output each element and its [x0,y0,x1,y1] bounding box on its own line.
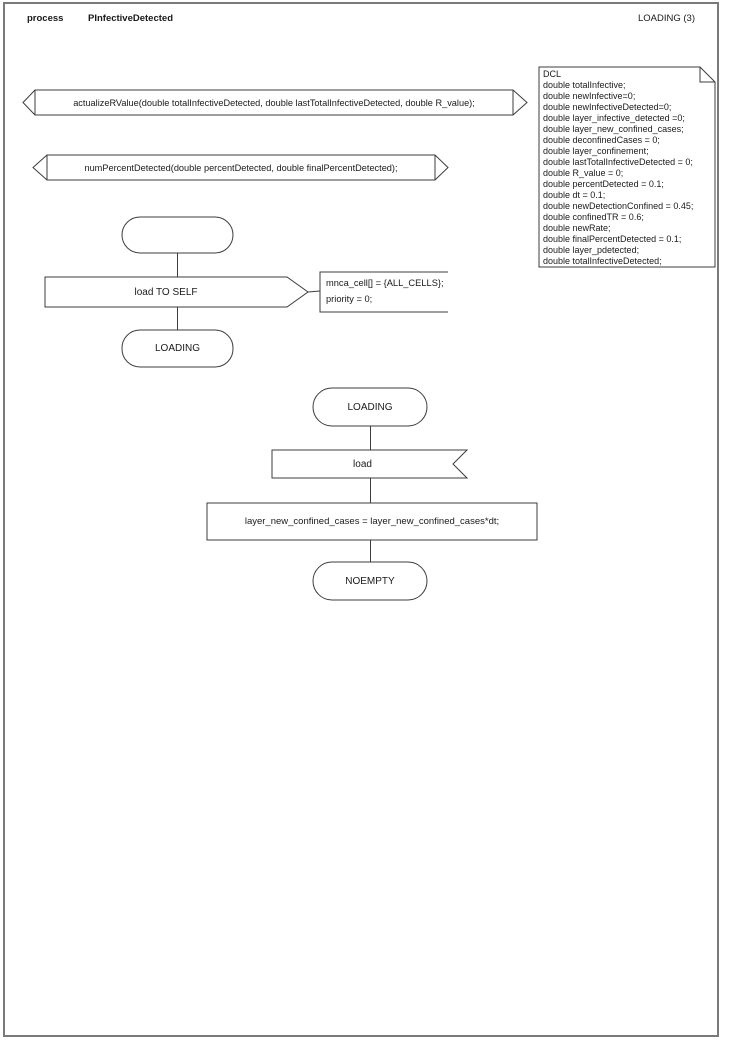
dcl-line: double newRate; [543,223,611,233]
dcl-line: double confinedTR = 0.6; [543,212,644,222]
procedure-declaration-1-label: actualizeRValue(double totalInfectiveDet… [73,97,475,108]
procedure-declaration-symbol-1[interactable] [22,89,528,116]
dcl-line: double R_value = 0; [543,168,624,178]
dcl-line: double layer_confinement; [543,146,649,156]
procedure-declaration-symbol-2[interactable] [32,154,449,181]
task-symbol[interactable] [206,502,538,541]
task-label: layer_new_confined_cases = layer_new_con… [244,516,500,527]
output-symbol-load-to-self[interactable] [44,276,309,308]
comment-connector-line [307,290,321,293]
dcl-line: double totalInfective; [543,80,626,90]
dcl-line: double finalPercentDetected = 0.1; [543,234,682,244]
comment-bracket[interactable] [319,271,448,313]
comment-line: mnca_cell[] = {ALL_CELLS}; [326,278,444,288]
state-label-noempty: NOEMPTY [345,575,395,587]
dcl-line: double percentDetected = 0.1; [543,179,664,189]
state-symbol-loading-1[interactable] [121,329,234,368]
dcl-line: DCL [543,69,562,79]
dcl-line: double newDetectionConfined = 0.45; [543,201,694,211]
dcl-line: double totalInfectiveDetected; [543,256,662,266]
procedure-declaration-2-label: numPercentDetected(double percentDetecte… [84,162,398,173]
process-kind-label: process [27,13,64,24]
output-label: load TO SELF [134,286,198,298]
comment-text: mnca_cell[] = {ALL_CELLS}; priority = 0; [326,275,444,307]
note-fold-corner [699,67,715,83]
state-label-loading-2: LOADING [347,401,393,413]
state-label-loading-1: LOADING [154,343,200,354]
process-name: PInfectiveDetected [88,13,174,24]
page-frame [3,2,719,1037]
input-signal-label: load [353,458,372,470]
dcl-line: double newInfectiveDetected=0; [543,102,672,112]
dcl-line: double lastTotalInfectiveDetected = 0; [543,157,693,167]
dcl-line: double deconfinedCases = 0; [543,135,660,145]
dcl-line: double dt = 0.1; [543,190,606,200]
state-page-label: LOADING (3) [637,13,695,24]
comment-line: priority = 0; [326,294,373,304]
dcl-line: double layer_infective_detected =0; [543,113,685,123]
start-state-symbol[interactable] [121,216,234,254]
declarations-text: DCL double totalInfective; double newInf… [543,69,693,267]
dcl-line: double layer_pdetected; [543,245,640,255]
dcl-line: double newInfective=0; [543,91,636,101]
state-symbol-noempty[interactable] [312,561,428,601]
declarations-note-symbol[interactable] [538,66,716,268]
dcl-line: double layer_new_confined_cases; [543,124,684,134]
input-symbol-load[interactable] [271,449,469,479]
